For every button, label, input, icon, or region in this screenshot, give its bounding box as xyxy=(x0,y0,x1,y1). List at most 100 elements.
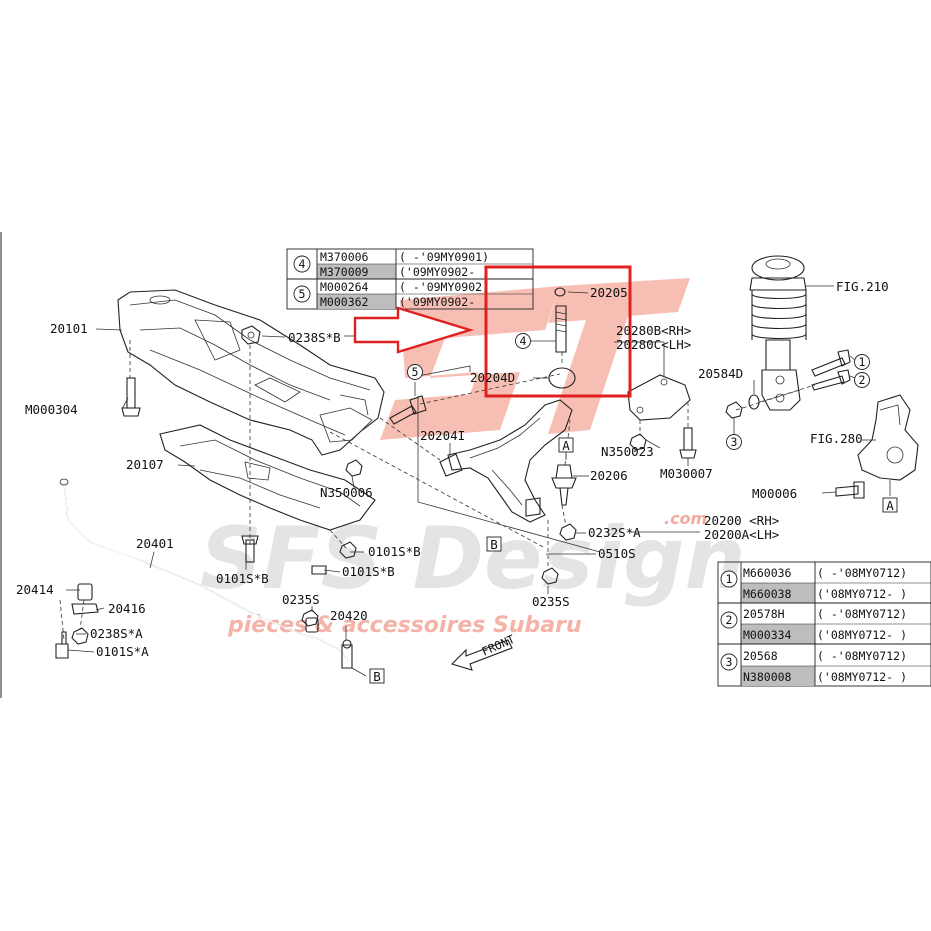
label-fig210: FIG.210 xyxy=(836,279,889,294)
gray-cell xyxy=(317,264,396,279)
callout-circle-5 xyxy=(407,364,423,380)
watermark-brand: SFS Design xyxy=(200,509,746,609)
label-fig280: FIG.280 xyxy=(810,431,863,446)
watermark-logo-j xyxy=(548,278,690,434)
callout-circle-4 xyxy=(515,333,531,349)
label-20200a: 20200A<LH> xyxy=(704,527,779,542)
gray-cell xyxy=(741,583,815,603)
label-0510s: 0510S xyxy=(598,546,636,561)
watermark-tagline: pièces & accessoires Subaru xyxy=(227,613,582,638)
leader-group xyxy=(417,365,471,377)
table-part: M000362 xyxy=(320,295,368,309)
box-b xyxy=(369,668,385,684)
table-part: M370006 xyxy=(320,250,369,264)
callout-circle-3 xyxy=(726,434,742,450)
label-0235s: 0235S xyxy=(282,592,320,607)
label-m00006: M00006 xyxy=(752,486,797,501)
stabilizer-clamp xyxy=(71,603,99,615)
label-20401: 20401 xyxy=(136,536,174,551)
callout-5-label: 5 xyxy=(412,365,419,379)
callout-2-label: 2 xyxy=(859,373,866,387)
gray-cell xyxy=(741,624,815,644)
dashed-guides xyxy=(59,340,816,641)
table-part: N380008 xyxy=(743,670,792,684)
label-0238s-b: 0238S*B xyxy=(288,330,341,345)
nut-n350006 xyxy=(345,459,363,477)
table-part: M660038 xyxy=(743,587,792,601)
box-a-label: A xyxy=(562,438,570,453)
washer-20584d xyxy=(748,394,760,410)
nut-0238s-a xyxy=(71,627,89,645)
label-20204d: 20204D xyxy=(470,370,515,385)
table-range: ( -'08MY0712) xyxy=(817,607,907,621)
highlight-box xyxy=(484,265,632,398)
label-n350006: N350006 xyxy=(320,485,373,500)
stabilizer-bar xyxy=(59,478,353,669)
label-20206: 20206 xyxy=(590,468,628,483)
table-range: ( -'09MY0901) xyxy=(399,250,489,264)
box-b xyxy=(486,536,502,552)
bolt-0101s-b-1 xyxy=(241,535,259,563)
ref-table-bottom: 1 2 3 M660036 ( -'08MY0712) M660038 ('08… xyxy=(717,561,931,687)
stabilizer-bushing xyxy=(77,583,93,601)
table-range: ( -'08MY0712) xyxy=(817,566,907,580)
nut-0235s-right xyxy=(541,567,559,585)
label-20205: 20205 xyxy=(590,285,628,300)
label-0235s: 0235S xyxy=(532,594,570,609)
ref-table-top: 4 5 M370006 ( -'09MY0901) M370009 ('09MY… xyxy=(286,248,534,310)
steering-knuckle xyxy=(857,394,919,481)
box-b-label: B xyxy=(490,537,498,552)
label-20420: 20420 xyxy=(330,608,368,623)
label-m030007: M030007 xyxy=(660,466,713,481)
table-circle-5: 5 xyxy=(299,287,306,301)
callout-3-label: 3 xyxy=(731,435,738,449)
label-20200: 20200 <RH> xyxy=(704,513,779,528)
box-b-label: B xyxy=(373,669,381,684)
table-circle-1: 1 xyxy=(726,572,733,586)
callout-4-label: 4 xyxy=(520,334,527,348)
box-a-label: A xyxy=(886,498,894,513)
label-0238s-a: 0238S*A xyxy=(90,626,143,641)
label-0101s-a: 0101S*A xyxy=(96,644,149,659)
label-20584d: 20584D xyxy=(698,366,743,381)
nut-3 xyxy=(725,401,743,419)
part-labels: 20101 M000304 0238S*B 20107 N350006 2040… xyxy=(16,279,889,659)
ball-joint xyxy=(551,464,577,506)
bolt-20205 xyxy=(554,287,567,353)
gray-cell xyxy=(741,666,815,686)
label-20280c: 20280C<LH> xyxy=(616,337,691,352)
table-range: ( -'09MY0902) xyxy=(399,280,489,294)
label-20280b: 20280B<RH> xyxy=(616,323,691,338)
box-a xyxy=(882,497,898,513)
bracket xyxy=(627,374,691,421)
bolt-m030007 xyxy=(679,427,697,459)
table-range: ('09MY0902- ) xyxy=(399,265,489,279)
table-circle-3: 3 xyxy=(726,655,733,669)
table-range: ('08MY0712- ) xyxy=(817,587,907,601)
label-20107: 20107 xyxy=(126,457,164,472)
callout-circle-2 xyxy=(854,372,870,388)
leader-lines xyxy=(66,285,891,677)
highlight-arrow xyxy=(353,306,475,354)
table-part: 20578H xyxy=(743,607,785,621)
table-circle-4: 4 xyxy=(299,257,306,271)
bolt-1 xyxy=(811,349,851,377)
bolt-m00006 xyxy=(835,481,865,499)
label-0101s-b: 0101S*B xyxy=(368,544,421,559)
label-0101s-b: 0101S*B xyxy=(216,571,269,586)
callout-1-label: 1 xyxy=(859,355,866,369)
label-m000304: M000304 xyxy=(25,402,78,417)
watermark-tld: .com xyxy=(664,509,707,528)
callout-circle-1 xyxy=(854,354,870,370)
label-20101: 20101 xyxy=(50,321,88,336)
label-n350023: N350023 xyxy=(601,444,654,459)
bolt-2 xyxy=(811,369,851,391)
label-20204i: 20204I xyxy=(420,428,465,443)
table-part: M000264 xyxy=(320,280,369,294)
label-20416: 20416 xyxy=(108,601,146,616)
stabilizer-bushing-2 xyxy=(305,617,319,633)
table-range: ('08MY0712- ) xyxy=(817,628,907,642)
bolt-m000304 xyxy=(121,377,141,417)
